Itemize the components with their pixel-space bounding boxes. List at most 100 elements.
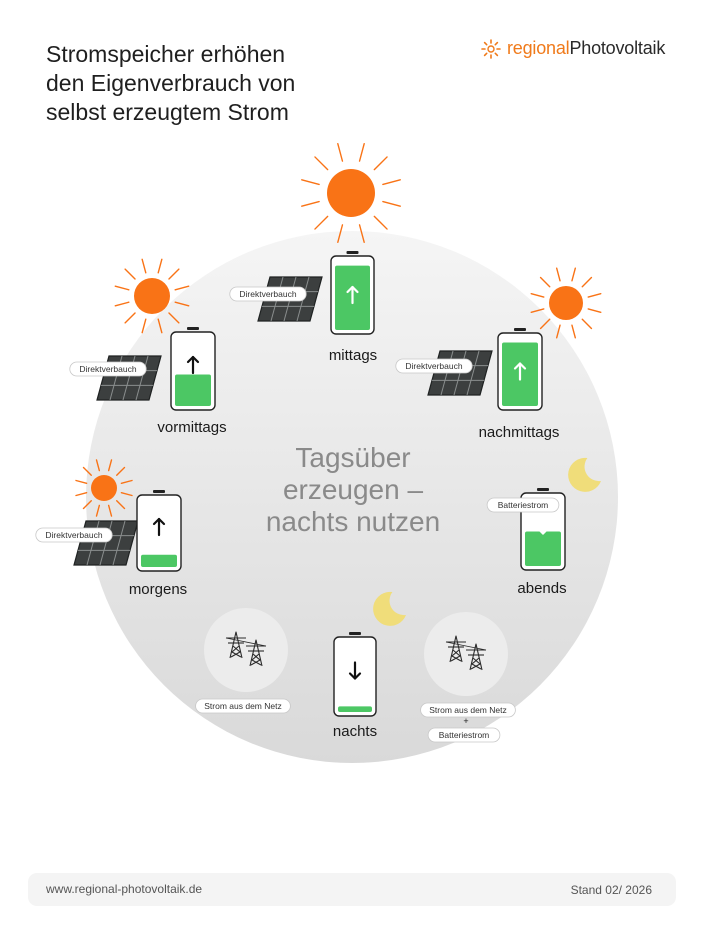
grid-node-right: [424, 612, 508, 696]
pylon-leg: [469, 643, 483, 671]
moon-shape: [373, 591, 406, 626]
grid-label-right-1: Strom aus dem Netz: [420, 702, 516, 718]
pylon-brace: [230, 645, 241, 658]
sun-ray: [95, 504, 101, 517]
sun-ray: [358, 143, 365, 162]
center-line-2: erzeugen –: [283, 474, 424, 505]
sun-ray: [120, 479, 133, 485]
phase-label-nachmittags: nachmittags: [479, 424, 560, 441]
pylon-brace: [231, 645, 242, 658]
pill-background: [395, 358, 473, 374]
battery-fill: [175, 374, 211, 406]
arrow-up-icon: [513, 362, 527, 381]
pylon-leg: [229, 631, 243, 659]
grid-label-right-2: Batteriestrom: [427, 727, 501, 743]
battery-fill: [338, 706, 372, 712]
battery-cap: [187, 327, 199, 330]
grid-node-background: [204, 608, 288, 692]
pylon-shape: [466, 643, 486, 671]
title-line-1: Stromspeicher erhöhen: [46, 41, 286, 67]
arrow-head: [152, 517, 166, 526]
sun-ray: [75, 491, 88, 497]
sun-ray: [539, 318, 551, 330]
sun-disc: [549, 286, 583, 320]
battery-morgens: [136, 490, 182, 572]
footer: www.regional-photovoltaik.de Stand 02/ 2…: [28, 873, 676, 906]
sun-ray: [168, 268, 180, 280]
panel-grid-line: [135, 355, 149, 401]
sun-ray: [301, 179, 320, 186]
sun-ray: [75, 479, 88, 485]
sun-disc: [91, 475, 117, 501]
source-pill-midday: Direktverbauch: [229, 286, 307, 302]
battery-mittags: [330, 251, 375, 335]
page-title: Stromspeicher erhöhen den Eigenverbrauch…: [46, 40, 406, 127]
sun-ray: [571, 267, 577, 282]
center-line-1: Tagsüber: [295, 442, 410, 473]
arrow-down-icon: [536, 516, 550, 535]
sun-ray: [587, 292, 602, 298]
logo-part-1: regional: [507, 38, 570, 58]
power-line: [225, 637, 267, 647]
panel-grid-line: [99, 520, 113, 566]
logo-text: regionalPhotovoltaik: [507, 38, 665, 59]
arrow-head: [186, 355, 200, 364]
phase-label-abends: abends: [517, 580, 566, 597]
grid-plus-sign: +: [463, 716, 468, 726]
arrow-up-icon: [152, 517, 166, 537]
pill-background: [486, 497, 560, 513]
sun-ray: [157, 258, 163, 274]
pylon-shape: [226, 631, 246, 659]
battery-nachmittags: [497, 328, 543, 411]
sun-ray: [114, 285, 130, 291]
sun-ray: [120, 491, 133, 497]
panel-grid-line: [466, 350, 480, 396]
arrow-head: [513, 362, 527, 370]
sun-ray: [174, 285, 190, 291]
arrow-up-icon: [186, 355, 200, 375]
brand-logo: regionalPhotovoltaik: [481, 38, 665, 59]
sun-ray: [174, 301, 190, 307]
pill-background: [69, 361, 147, 377]
grid-node-background: [424, 612, 508, 696]
pill-background: [229, 286, 307, 302]
pill-background: [35, 527, 113, 543]
title-line-2: den Eigenverbrauch von: [46, 70, 296, 96]
battery-fill: [525, 531, 561, 566]
sun-ray: [82, 466, 92, 476]
sun-ray: [107, 459, 113, 472]
sun-ray: [581, 276, 593, 288]
sun-ray: [116, 500, 126, 510]
sun-ray: [124, 268, 136, 280]
footer-date: Stand 02/ 2026: [570, 883, 652, 897]
moon-icon-evening: [568, 457, 601, 492]
phase-label-vormittags: vormittags: [157, 419, 226, 436]
sun-ray: [314, 156, 329, 171]
grid-node-left: [204, 608, 288, 692]
source-pill-evening: Batteriestrom: [486, 497, 560, 513]
pylon-brace: [451, 649, 462, 662]
arrow-head: [346, 285, 359, 294]
sun-disc: [134, 278, 170, 314]
battery-vormittags: [170, 327, 216, 411]
sun-ray: [337, 143, 344, 162]
pill-text: Strom aus dem Netz: [204, 701, 281, 711]
battery-cap: [153, 490, 165, 493]
phase-label-mittags: mittags: [329, 347, 377, 364]
sun-ray: [382, 179, 401, 186]
sun-icon-early: [75, 459, 133, 517]
phase-label-morgens: morgens: [129, 581, 187, 598]
arrow-up-icon: [346, 285, 359, 305]
battery-cap: [349, 632, 361, 635]
pylon-brace: [471, 657, 482, 670]
sun-ray: [530, 292, 545, 298]
sun-ray: [301, 200, 320, 207]
pylon-brace: [251, 653, 262, 666]
pill-text: Direktverbauch: [79, 364, 136, 374]
pylon-brace: [250, 653, 261, 666]
sun-ray: [116, 466, 126, 476]
pylon-shape: [446, 635, 466, 663]
pill-text: Batteriestrom: [498, 500, 549, 510]
